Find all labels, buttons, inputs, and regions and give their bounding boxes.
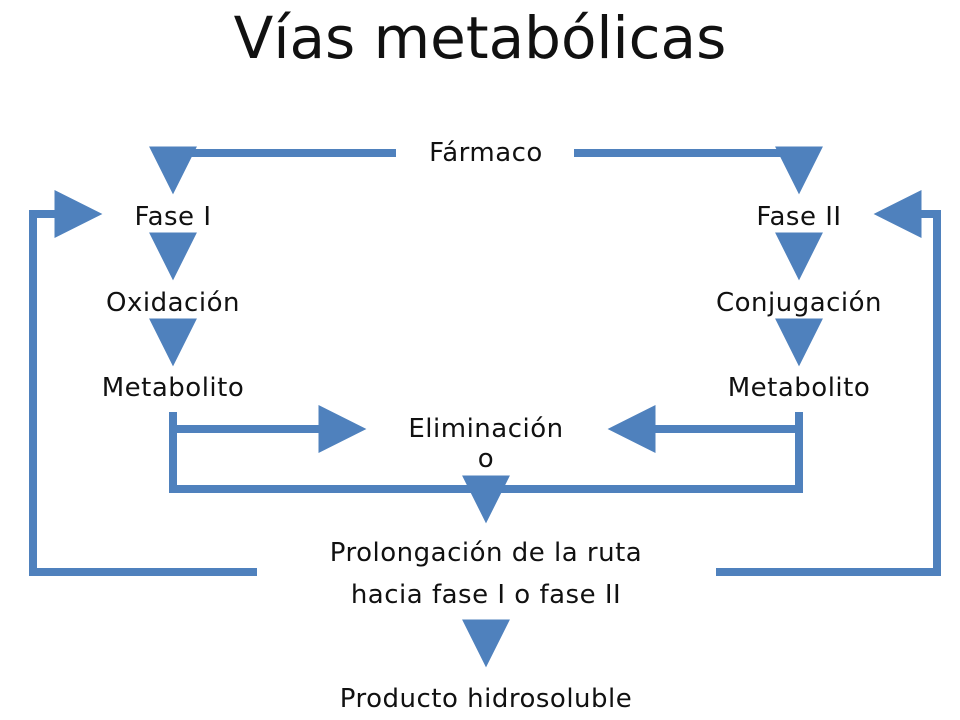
arrow-farmaco-to-fase-1 [149,146,396,195]
node-eliminacion-o: o [477,444,495,474]
node-prolongacion-line-2: hacia fase I o fase II [350,580,622,610]
node-metabolito-right: Metabolito [727,373,871,403]
arrow-metabolito-left-to-eliminacion [169,405,367,453]
page-title: Vías metabólicas [233,4,727,72]
node-eliminacion: Eliminación [408,414,564,444]
arrow-prolongacion-to-fase-1 [29,190,257,576]
arrow-prolongacion-to-fase-2 [716,190,941,576]
arrow-metabolito-right-to-eliminacion [607,405,803,453]
node-fase-2: Fase II [756,202,842,232]
node-farmaco: Fármaco [429,138,543,168]
node-metabolito-left: Metabolito [101,373,245,403]
connector-metabolito-left-bottom [169,429,486,493]
node-producto: Producto hidrosoluble [339,684,633,714]
node-fase-1: Fase I [134,202,212,232]
connector-metabolito-right-bottom [486,429,803,493]
node-conjugacion: Conjugación [715,288,883,318]
node-prolongacion-line-1: Prolongación de la ruta [329,538,643,568]
arrow-farmaco-to-fase-2 [574,146,823,195]
node-oxidacion: Oxidación [106,288,240,318]
